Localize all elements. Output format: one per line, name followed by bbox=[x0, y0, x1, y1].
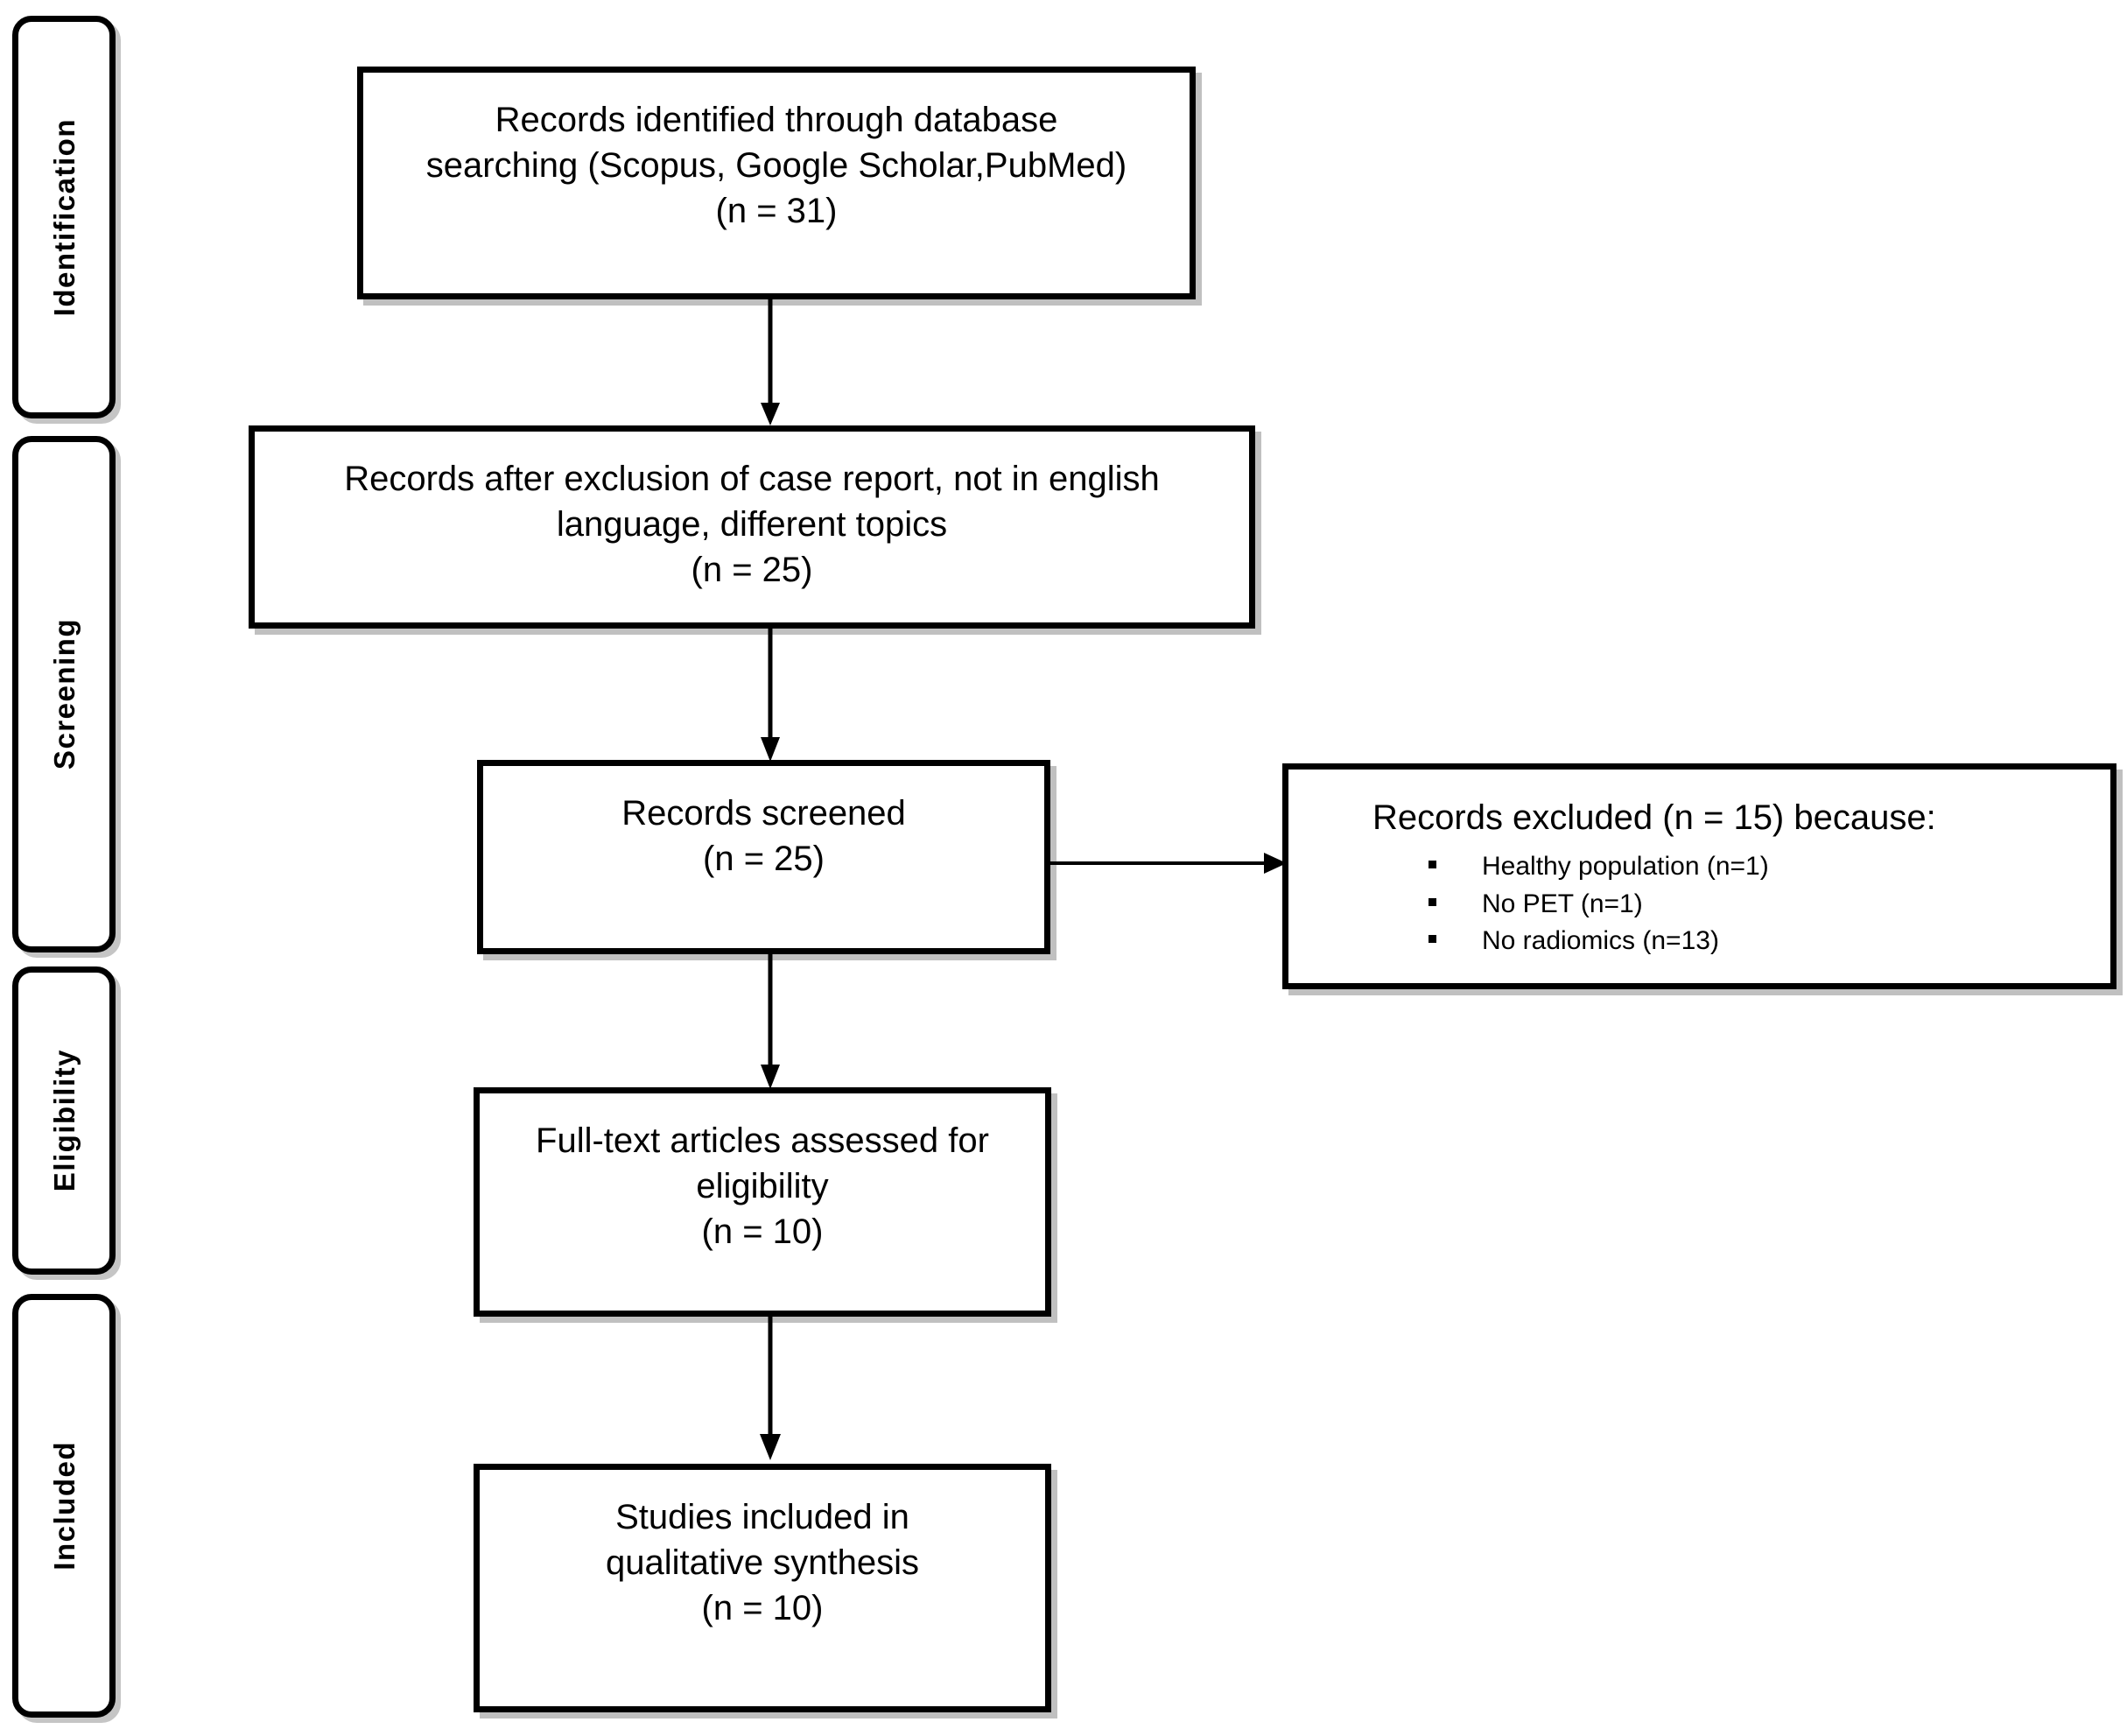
stage-tab-included[interactable]: Included bbox=[12, 1294, 116, 1718]
box-records-after-exclusion-line-3: (n = 25) bbox=[691, 551, 813, 589]
box-records-after-exclusion-line-2: language, different topics bbox=[556, 505, 948, 544]
arrow-identified-to-after-exclusion bbox=[753, 298, 788, 427]
arrow-screened-to-excluded bbox=[1049, 846, 1290, 881]
arrow-screened-to-full-text bbox=[753, 952, 788, 1091]
box-records-screened[interactable]: Records screened (n = 25) bbox=[477, 760, 1050, 954]
box-records-excluded[interactable]: Records excluded (n = 15) because: Healt… bbox=[1282, 763, 2116, 989]
box-studies-included[interactable]: Studies included in qualitative synthesi… bbox=[474, 1464, 1051, 1712]
list-item-label: Healthy population (n=1) bbox=[1482, 852, 1769, 881]
stage-tab-eligibility-label: Eligibility bbox=[47, 1049, 81, 1192]
box-full-text-assessed-line-3: (n = 10) bbox=[701, 1212, 824, 1251]
box-records-excluded-title: Records excluded (n = 15) because: bbox=[1372, 798, 1936, 837]
list-item-label: No radiomics (n=13) bbox=[1482, 926, 1719, 956]
bullet-icon bbox=[1429, 897, 1436, 906]
box-records-after-exclusion-line-1: Records after exclusion of case report, … bbox=[344, 460, 1160, 498]
stage-tab-included-label: Included bbox=[47, 1441, 81, 1571]
bullet-icon bbox=[1429, 861, 1436, 868]
stage-tab-screening[interactable]: Screening bbox=[12, 436, 116, 952]
box-records-identified-line-1: Records identified through database bbox=[495, 101, 1058, 139]
box-records-screened-line-1: Records screened bbox=[621, 794, 906, 833]
list-item: No radiomics (n=13) bbox=[1372, 923, 1769, 960]
arrow-after-exclusion-to-screened bbox=[753, 627, 788, 763]
bullet-icon bbox=[1429, 935, 1436, 944]
box-records-screened-line-2: (n = 25) bbox=[703, 840, 825, 878]
list-item: Healthy population (n=1) bbox=[1372, 848, 1769, 886]
box-full-text-assessed-line-1: Full-text articles assessed for bbox=[536, 1121, 989, 1160]
list-item: No PET (n=1) bbox=[1372, 886, 1769, 924]
box-records-identified-line-2: searching (Scopus, Google Scholar,PubMed… bbox=[425, 146, 1127, 185]
box-full-text-assessed-line-2: eligibility bbox=[696, 1167, 829, 1205]
box-records-identified[interactable]: Records identified through database sear… bbox=[357, 67, 1196, 299]
arrow-full-text-to-included bbox=[753, 1315, 788, 1462]
box-studies-included-line-1: Studies included in bbox=[615, 1498, 909, 1536]
stage-tab-eligibility[interactable]: Eligibility bbox=[12, 966, 116, 1275]
box-studies-included-line-3: (n = 10) bbox=[701, 1589, 824, 1627]
stage-tab-identification-label: Identification bbox=[47, 117, 81, 317]
box-studies-included-line-2: qualitative synthesis bbox=[606, 1543, 919, 1582]
box-full-text-assessed[interactable]: Full-text articles assessed for eligibil… bbox=[474, 1087, 1051, 1317]
stage-tab-identification[interactable]: Identification bbox=[12, 16, 116, 418]
box-records-excluded-list: Healthy population (n=1) No PET (n=1) No… bbox=[1372, 848, 1769, 960]
stage-tab-screening-label: Screening bbox=[47, 618, 81, 770]
list-item-label: No PET (n=1) bbox=[1482, 889, 1643, 918]
box-records-identified-line-3: (n = 31) bbox=[715, 192, 838, 230]
box-records-after-exclusion[interactable]: Records after exclusion of case report, … bbox=[249, 425, 1255, 629]
